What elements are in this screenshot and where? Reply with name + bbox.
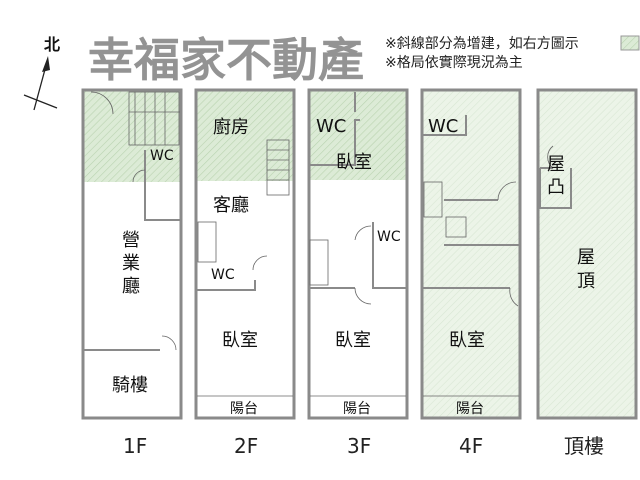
- room-4f-wc: WC: [428, 116, 458, 137]
- room-1f-shop-2: 業: [122, 253, 140, 274]
- room-2f-balcony: 陽台: [230, 401, 258, 417]
- room-2f-bedroom: 臥室: [222, 330, 258, 351]
- room-roof-bump-1: 屋: [547, 154, 565, 175]
- floor-label-1f: 1F: [123, 434, 147, 458]
- room-4f-balcony: 陽台: [456, 401, 484, 417]
- floor-1f-plan: WC 營 業 廳 騎樓: [81, 88, 183, 420]
- north-compass: 北: [23, 35, 60, 111]
- floor-rooftop-plan: 屋 凸 屋 頂: [536, 88, 638, 420]
- room-3f-bedroom: 臥室: [335, 330, 371, 351]
- floor-label-4f: 4F: [459, 434, 483, 458]
- floor-label-2f: 2F: [234, 434, 258, 458]
- room-2f-kitchen: 廚房: [213, 116, 249, 138]
- room-roof-2: 頂: [577, 271, 595, 292]
- room-3f-wc-top: WC: [316, 116, 346, 137]
- watermark: 幸福家不動產: [88, 33, 364, 87]
- room-roof-1: 屋: [577, 247, 595, 268]
- room-3f-bedroom-top: 臥室: [336, 152, 372, 173]
- hatch-legend-swatch: [620, 35, 640, 51]
- room-1f-arcade: 騎樓: [112, 375, 148, 396]
- floor-2f-plan: 廚房 客廳 WC 臥室 陽台: [194, 88, 296, 420]
- floor-4f-plan: WC 臥室 陽台: [420, 88, 522, 420]
- floor-3f-plan: WC 臥室 WC 臥室 陽台: [307, 88, 409, 420]
- room-roof-bump-2: 凸: [547, 177, 565, 198]
- room-1f-shop-1: 營: [122, 230, 140, 251]
- floor-label-rooftop: 頂樓: [564, 434, 604, 458]
- room-1f-shop-3: 廳: [122, 276, 140, 297]
- note-extension: ※斜線部分為增建，如右方圖示: [385, 36, 579, 52]
- note-layout: ※格局依實際現況為主: [385, 54, 523, 71]
- compass-label: 北: [44, 35, 60, 54]
- room-2f-living: 客廳: [213, 195, 249, 216]
- room-1f-wc: WC: [150, 148, 174, 164]
- room-2f-wc: WC: [211, 267, 235, 283]
- room-3f-balcony: 陽台: [343, 401, 371, 417]
- room-4f-bedroom: 臥室: [449, 330, 485, 351]
- floor-label-3f: 3F: [347, 434, 371, 458]
- room-3f-wc-mid: WC: [377, 229, 401, 245]
